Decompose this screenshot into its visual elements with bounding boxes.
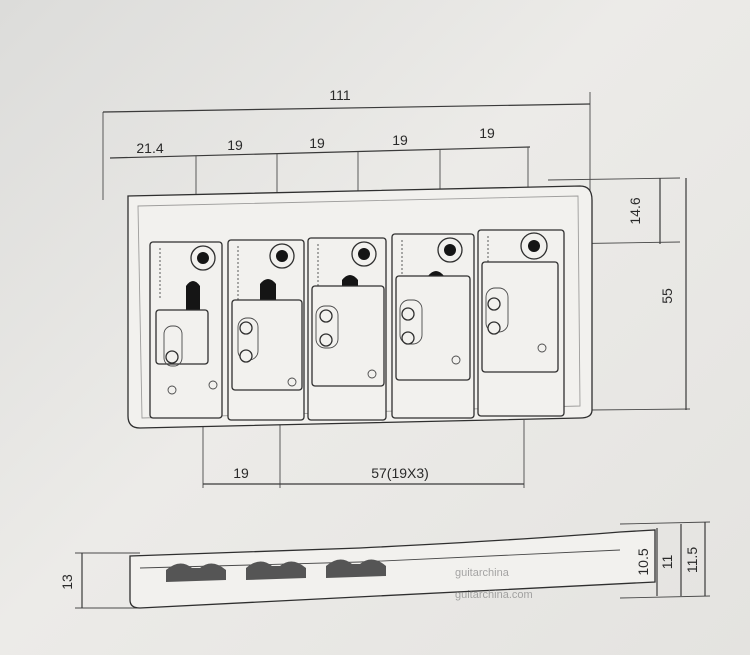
saddle-1	[149, 241, 223, 419]
top-dimensions: 111 21.4 19 19 19 19 14.6 55 19 57(19X3)	[102, 87, 691, 488]
watermark: guitarchina guitarchina.com	[455, 567, 533, 601]
dim-overall-width: 111	[329, 87, 350, 103]
side-dim-right-3: 11.5	[684, 547, 700, 573]
saddle-2	[227, 239, 305, 421]
saddle-4	[391, 233, 475, 419]
watermark-line2: guitarchina.com	[455, 589, 533, 601]
saddle-3	[307, 237, 387, 421]
dim-spacing-1: 19	[227, 137, 243, 153]
dim-spacing-3: 19	[392, 132, 408, 148]
dim-bottom-right: 57(19X3)	[371, 465, 429, 481]
saddle-5	[477, 229, 565, 417]
dim-screw-offset: 14.6	[627, 197, 643, 224]
side-dim-left: 13	[59, 574, 75, 590]
dim-first-offset: 21.4	[136, 140, 163, 156]
saddles	[149, 229, 565, 421]
dim-bottom-left: 19	[233, 465, 249, 481]
dim-spacing-4: 19	[479, 125, 495, 141]
side-view: 13 10.5 11 11.5	[59, 521, 711, 609]
watermark-line1: guitarchina	[455, 567, 510, 579]
dim-height: 55	[659, 288, 675, 304]
side-dim-right-1: 10.5	[635, 548, 651, 575]
side-dim-right-2: 11	[659, 555, 675, 570]
dim-spacing-2: 19	[309, 135, 325, 151]
